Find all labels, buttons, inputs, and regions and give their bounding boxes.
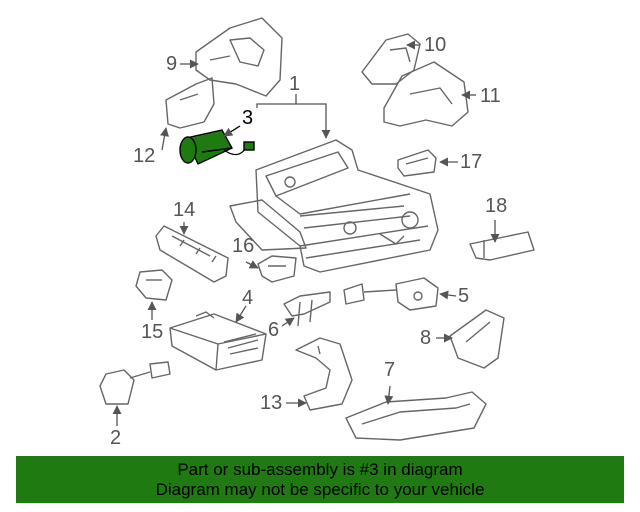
callout-4: 4	[242, 287, 254, 309]
callout-15: 15	[141, 321, 164, 343]
callout-8: 8	[420, 327, 432, 349]
part-1-seat-frame[interactable]	[229, 139, 439, 273]
part-5-switch[interactable]	[343, 277, 439, 311]
part-9-trim[interactable]	[195, 17, 283, 97]
callout-5: 5	[458, 285, 470, 307]
callout-14: 14	[173, 199, 196, 221]
info-banner: Part or sub-assembly is #3 in diagram Di…	[16, 456, 624, 503]
callout-2: 2	[110, 427, 122, 449]
banner-line-2: Diagram may not be specific to your vehi…	[155, 480, 485, 499]
part-14-rail-trim[interactable]	[155, 225, 229, 283]
part-8-shield[interactable]	[449, 309, 505, 369]
callout-12: 12	[133, 145, 156, 167]
part-7-side-cover[interactable]	[345, 391, 487, 441]
part-3-motor-highlighted[interactable]	[179, 129, 255, 165]
banner-line-1: Part or sub-assembly is #3 in diagram	[177, 460, 463, 479]
part-12-panel[interactable]	[165, 77, 215, 129]
part-16-trim[interactable]	[257, 255, 297, 283]
callout-1: 1	[289, 73, 301, 95]
callout-9: 9	[166, 53, 178, 75]
callout-16: 16	[232, 235, 255, 257]
parts-diagram	[99, 17, 535, 441]
part-18-rail-cover[interactable]	[469, 231, 535, 261]
part-6-bracket[interactable]	[283, 291, 331, 327]
callout-7: 7	[384, 359, 396, 381]
part-11-cover[interactable]	[383, 61, 469, 127]
callout-6: 6	[268, 319, 280, 341]
callout-13: 13	[260, 392, 283, 414]
callout-18: 18	[485, 195, 508, 217]
part-2-connector[interactable]	[99, 361, 171, 405]
part-13-bracket[interactable]	[295, 337, 353, 411]
part-10-bracket[interactable]	[361, 33, 421, 85]
leader-lines	[112, 40, 500, 426]
part-4-control-module[interactable]	[169, 311, 267, 371]
callout-3: 3	[242, 107, 254, 129]
callout-10: 10	[424, 34, 447, 56]
part-17-clip[interactable]	[397, 149, 437, 177]
callout-11: 11	[480, 85, 501, 107]
part-15-bracket[interactable]	[135, 269, 173, 301]
callout-17: 17	[460, 151, 483, 173]
